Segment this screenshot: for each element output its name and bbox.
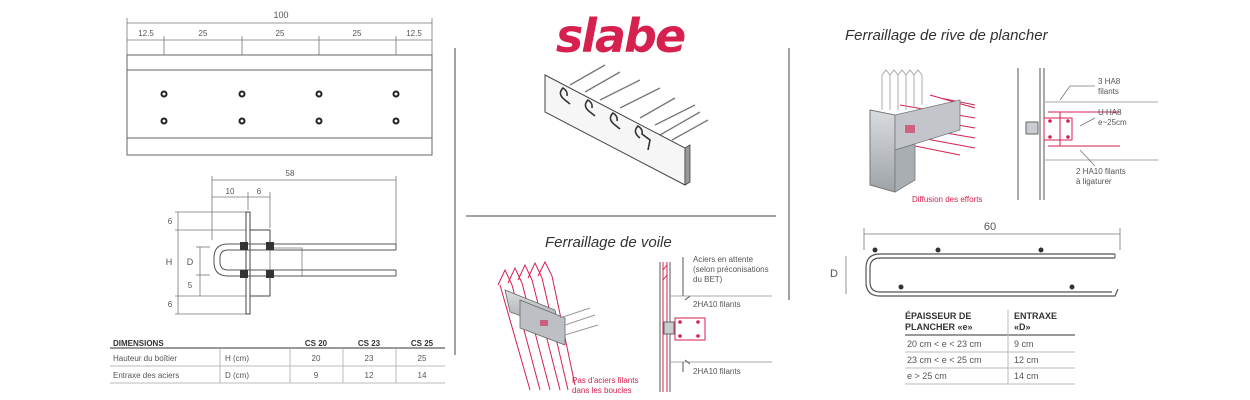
section-d-dim: D [187,257,194,267]
voile-section [659,257,772,392]
rive-label-uha8-2: e~25cm [1098,118,1127,127]
dims-row2-cs25: 14 [418,371,427,380]
product-3d-illustration [544,64,709,186]
section-five-dim: 5 [188,281,193,290]
section-h-dim: H [166,257,173,267]
voile-3d-illustration [497,260,599,391]
rive-section [1017,68,1158,200]
thickness-header-1b: PLANCHER «e» [905,322,973,332]
thickness-row1-range: 20 cm < e < 23 cm [907,339,982,349]
dims-header: DIMENSIONS [113,339,164,348]
dims-col-cs20: CS 20 [305,339,328,348]
rive-caption: Diffusion des efforts [912,195,982,204]
thickness-header-2b: «D» [1014,322,1031,332]
bent-bar-diagram: 60 D [830,221,1121,297]
dims-row2-label: Entraxe des aciers [113,371,179,380]
thickness-table: ÉPAISSEUR DE PLANCHER «e» ENTRAXE «D» 20… [905,310,1075,385]
voile-label-bottom: 2HA10 filants [693,367,741,376]
voile-label-attente-3: du BET) [693,275,723,284]
plate-seg-1: 12.5 [138,29,154,38]
dims-row1-cs20: 20 [312,354,321,363]
rive-label-2ha10-1: 2 HA10 filants [1076,167,1126,176]
dims-row1-cs23: 23 [365,354,374,363]
thickness-row3-d: 14 cm [1014,371,1039,381]
thickness-header-2a: ENTRAXE [1014,311,1057,321]
section-width-dim: 58 [286,169,295,178]
rive-label-3ha8-1: 3 HA8 [1098,77,1121,86]
thickness-row3-range: e > 25 cm [907,371,947,381]
thickness-row2-d: 12 cm [1014,355,1039,365]
dims-row1-cs25: 25 [418,354,427,363]
plate-seg-5: 12.5 [406,29,422,38]
rive-3d-illustration [869,69,976,193]
plate-seg-2: 25 [199,29,208,38]
voile-label-attente-2: (selon préconisations [693,265,769,274]
section-view: 58 10 6 6 H D 5 6 [166,169,397,315]
voile-label-attente-1: Aciers en attente [693,255,754,264]
section-top-dim: 6 [168,217,173,226]
voile-title: Ferraillage de voile [545,234,672,251]
dims-row2-cs20: 9 [314,371,319,380]
thickness-row1-d: 9 cm [1014,339,1034,349]
dims-col-cs23: CS 23 [358,339,381,348]
rive-label-uha8-1: U HA8 [1098,108,1122,117]
voile-caption-1: Pas d'aciers filants [572,376,638,385]
dims-row2-unit: D (cm) [225,371,249,380]
thickness-header-1a: ÉPAISSEUR DE [905,311,971,321]
dimensions-table: DIMENSIONS CS 20 CS 23 CS 25 Hauteur du … [110,339,445,384]
dims-row1-label: Hauteur du boîtier [113,354,177,363]
bent-bar-width: 60 [984,221,996,233]
rive-title: Ferraillage de rive de plancher [845,27,1049,44]
thickness-row2-range: 23 cm < e < 25 cm [907,355,982,365]
bent-bar-d: D [830,268,838,280]
rive-label-3ha8-2: filants [1098,87,1119,96]
plate-total-dim: 100 [273,10,288,20]
section-d2-dim: 6 [257,187,262,196]
plate-seg-4: 25 [353,29,362,38]
svg-text:slabe: slabe [556,9,685,63]
rive-label-2ha10-2: à ligaturer [1076,177,1112,186]
section-bottom-dim: 6 [168,300,173,309]
voile-label-top: 2HA10 filants [693,300,741,309]
section-d1-dim: 10 [226,187,235,196]
dims-col-cs25: CS 25 [411,339,434,348]
plate-seg-3: 25 [276,29,285,38]
slabe-logo: slabe [556,9,687,63]
voile-caption-2: dans les boucles [572,386,632,395]
dims-row1-unit: H (cm) [225,354,249,363]
plate-top-view: 100 12.5 25 25 25 12.5 [126,10,433,156]
dims-row2-cs23: 12 [365,371,374,380]
